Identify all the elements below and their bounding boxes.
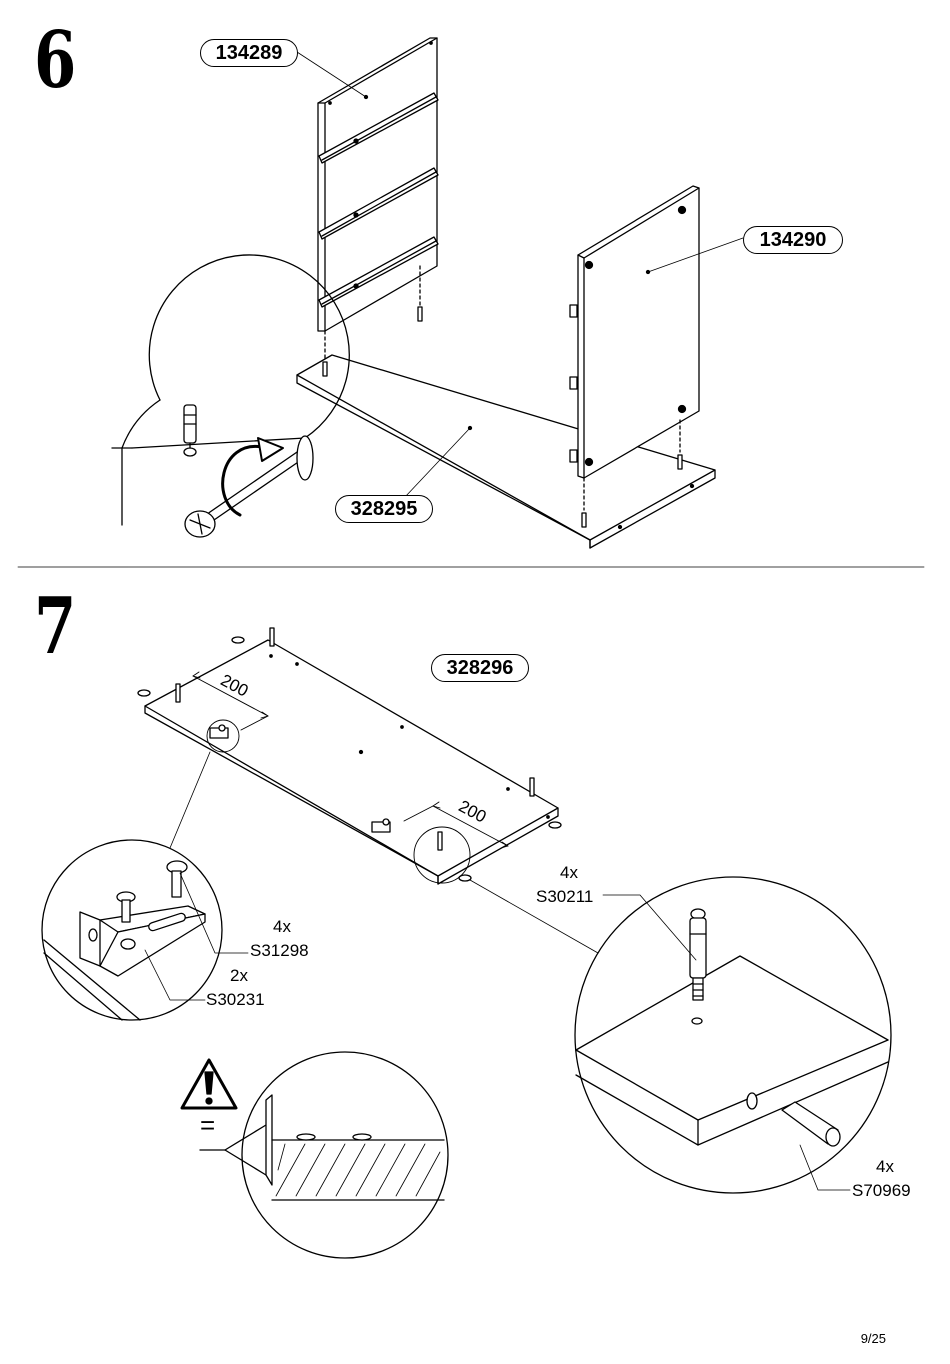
hardware-qty-s30231: 2x — [230, 966, 248, 985]
side-panel-134289 — [317, 37, 439, 332]
hardware-code-s70969: S70969 — [852, 1181, 911, 1200]
dowels — [322, 306, 683, 528]
side-panel-134290 — [569, 185, 700, 479]
hardware-code-s31298: S31298 — [250, 941, 309, 960]
hardware-code-s30211: S30211 — [536, 887, 594, 906]
dowel-guides — [324, 265, 681, 511]
step6-drawing — [111, 37, 744, 549]
bracket-detail — [41, 751, 223, 1021]
bottom-panel-328295 — [296, 354, 716, 549]
hardware-qty-s30211: 4x — [560, 863, 578, 882]
hardware-code-s30231: S30231 — [206, 990, 265, 1009]
page-number: 9/25 — [860, 1331, 886, 1346]
hardware-qty-s70969: 4x — [876, 1157, 894, 1176]
hardware-leaders — [144, 872, 851, 1191]
warning-detail — [199, 1051, 449, 1259]
warning-equals-sign: = — [200, 1110, 216, 1140]
step-number-7: 7 — [34, 581, 77, 672]
warning-triangle — [180, 1058, 238, 1110]
top-panel-328296 — [137, 627, 562, 885]
part-label-134290: 134290 — [743, 226, 843, 254]
step-number-6: 6 — [34, 15, 77, 106]
dimension-lines — [192, 671, 509, 849]
part-label-328296: 328296 — [431, 654, 529, 682]
step7-drawing — [41, 627, 892, 1259]
part-label-328295: 328295 — [335, 495, 433, 523]
cam-dowel-detail — [469, 876, 892, 1194]
part-label-134289: 134289 — [200, 39, 298, 67]
screwdriver-detail — [111, 254, 350, 538]
hardware-qty-s31298: 4x — [273, 917, 291, 936]
